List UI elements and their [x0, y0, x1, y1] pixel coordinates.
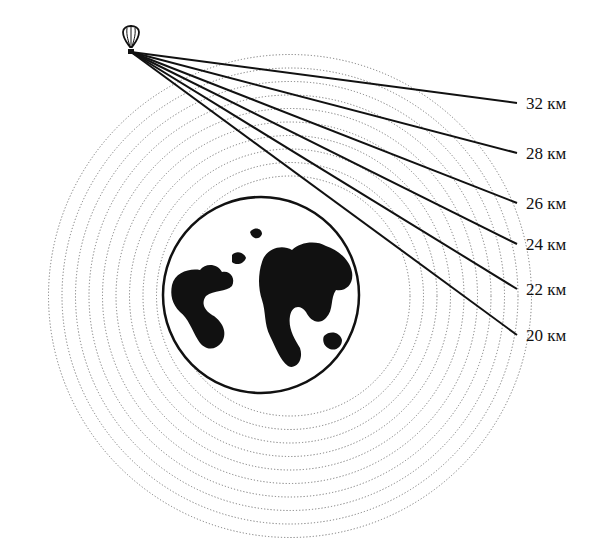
altitude-label: 28 км	[526, 145, 566, 162]
altitude-label: 22 км	[526, 281, 566, 298]
continent	[250, 228, 262, 238]
altitude-rings	[49, 55, 532, 538]
continent	[171, 265, 233, 349]
sight-line	[131, 52, 517, 335]
balloon-basket	[128, 49, 134, 54]
balloon-envelope	[123, 26, 139, 47]
altitude-ring	[89, 95, 491, 497]
altitude-ring	[130, 136, 451, 457]
sight-line	[131, 52, 517, 244]
altitude-label: 26 км	[526, 195, 566, 212]
continent	[232, 252, 246, 264]
sight-line	[131, 52, 517, 153]
balloon	[123, 25, 139, 54]
sight-line	[131, 52, 517, 289]
continent	[323, 333, 342, 350]
earth	[163, 197, 359, 393]
altitude-ring	[62, 68, 518, 524]
balloon-seams	[127, 25, 135, 47]
altitude-label: 24 км	[526, 236, 566, 253]
altitude-ring	[116, 122, 464, 470]
sight-line	[131, 52, 517, 203]
altitude-label: 20 км	[526, 327, 566, 344]
sight-lines	[131, 52, 517, 335]
altitude-label: 32 км	[526, 95, 566, 112]
altitude-ring	[157, 163, 424, 430]
earth-outline	[163, 197, 359, 393]
altitude-ring	[76, 82, 505, 511]
continent	[259, 243, 352, 367]
altitude-ring	[143, 149, 437, 443]
altitude-ring	[49, 55, 532, 538]
